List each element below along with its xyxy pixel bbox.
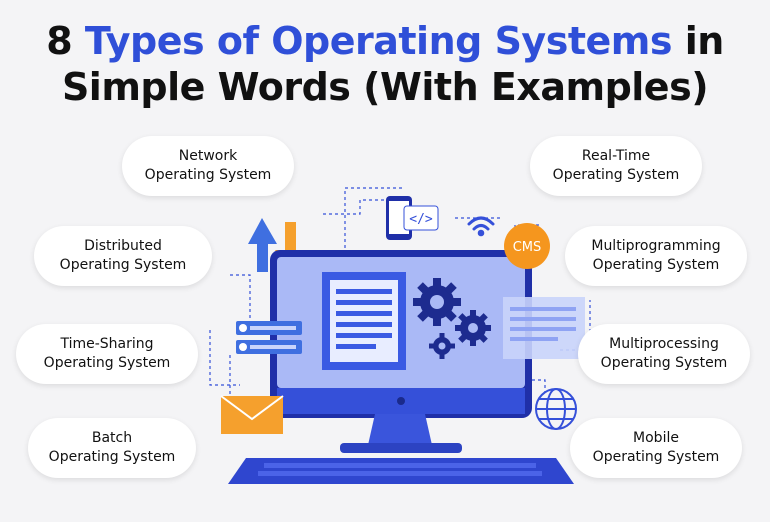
- code-icon: </>: [403, 205, 439, 231]
- keyboard: [228, 458, 574, 484]
- document-icon: [322, 272, 406, 370]
- upload-arrow-icon: [248, 218, 277, 272]
- type-name: Time-Sharing: [60, 336, 154, 352]
- type-card-multiprocessing: Multiprocessing Operating System: [578, 324, 750, 384]
- type-name: Distributed: [84, 238, 162, 254]
- type-card-real-time: Real-Time Operating System: [530, 136, 702, 196]
- type-card-time-sharing: Time-Sharing Operating System: [16, 324, 198, 384]
- type-suffix: Operating System: [48, 449, 176, 465]
- type-suffix: Operating System: [592, 449, 720, 465]
- wifi-icon: [467, 216, 495, 237]
- type-card-mobile: Mobile Operating System: [570, 418, 742, 478]
- type-name: Real-Time: [581, 148, 651, 164]
- globe-icon: [535, 388, 577, 430]
- page-title: 8 Types of Operating Systems in Simple W…: [0, 18, 770, 110]
- type-card-distributed: Distributed Operating System: [34, 226, 212, 286]
- type-suffix: Operating System: [43, 355, 171, 371]
- type-name: Batch: [91, 430, 133, 446]
- envelope-icon: [220, 395, 284, 434]
- gears-icon: [413, 278, 491, 359]
- type-card-network: Network Operating System: [122, 136, 294, 196]
- type-name: Multiprocessing: [609, 336, 719, 352]
- type-suffix: Operating System: [600, 355, 728, 371]
- browser-window-icon: [503, 297, 585, 359]
- type-name: Multiprogramming: [591, 238, 721, 254]
- title-accent: Types of Operating Systems: [84, 19, 673, 63]
- title-line-1: 8 Types of Operating Systems in: [46, 19, 724, 63]
- type-suffix: Operating System: [592, 257, 720, 273]
- type-suffix: Operating System: [59, 257, 187, 273]
- cms-badge: CMS: [504, 223, 550, 269]
- svg-text:</>: </>: [409, 212, 433, 227]
- type-suffix: Operating System: [144, 167, 272, 183]
- svg-text:CMS: CMS: [513, 240, 542, 255]
- type-suffix: Operating System: [552, 167, 680, 183]
- title-line-2: Simple Words (With Examples): [61, 65, 709, 109]
- type-card-multiprogramming: Multiprogramming Operating System: [565, 226, 747, 286]
- type-name: Mobile: [633, 430, 679, 446]
- type-name: Network: [178, 148, 238, 164]
- user-cards-icon: [236, 321, 302, 354]
- type-card-batch: Batch Operating System: [28, 418, 196, 478]
